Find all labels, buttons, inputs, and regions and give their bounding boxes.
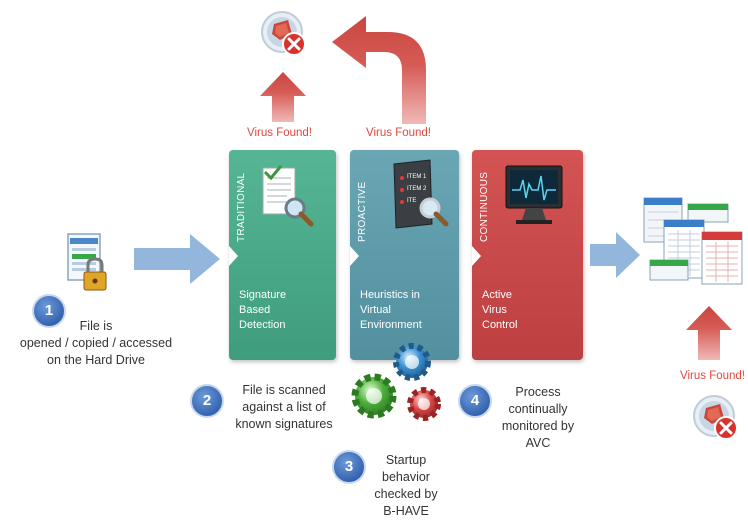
virus-found-label-1: Virus Found! [247,127,312,139]
step-4-badge: 4 [458,384,492,418]
checklist-item-3: ITE [407,198,417,204]
panel-title-continuous: CONTINUOUS [479,171,490,242]
step-1-badge: 1 [32,294,66,328]
red-arrow-up-3 [686,306,732,360]
panel-proactive: PROACTIVE ITEM 1 ITEM 2 ITE Heuristics i… [350,150,459,360]
panel-text-proactive: Heuristics in Virtual Environment [360,289,422,331]
gears-icon [351,343,441,421]
panel-notch [472,246,481,266]
database-windows-icon [643,197,743,285]
panel-title-traditional: TRADITIONAL [236,172,247,242]
panel-continuous: CONTINUOUS Active Virus Control [472,150,583,360]
checklist-board [393,159,449,229]
step-1-label: File is opened / copied / accessed on th… [19,319,173,367]
step-3-label: Startup behavior checked by B-HAVE [374,453,438,518]
panel-notch [350,246,359,266]
virus-found-label-3: Virus Found! [680,370,745,382]
red-curved-arrow [332,16,426,124]
step-2-label: File is scanned against a list of known … [235,383,333,431]
virus-blocked-icon-bottom [693,395,738,440]
panel-notch [229,246,238,266]
panel-title-proactive: PROACTIVE [357,181,368,243]
document-magnifier-icon [262,165,314,227]
locked-file-icon [67,233,107,291]
virus-blocked-icon-top [261,11,306,56]
step-2-badge: 2 [190,384,224,418]
step-4-label: Process continually monitored by AVC [501,385,575,450]
checklist-item-2: ITEM 2 [407,186,427,192]
step-3-badge: 3 [332,450,366,484]
panel-traditional: TRADITIONAL Signature Based Detection [229,150,336,360]
blue-arrow-right-2 [590,232,640,278]
monitor-icon [505,165,563,224]
blue-arrow-right-1 [134,234,220,284]
panel-text-continuous: Active Virus Control [482,289,518,331]
red-arrow-up-1 [260,72,306,122]
panel-text-traditional: Signature Based Detection [239,289,287,331]
checklist-magnifier-icon: ITEM 1 ITEM 2 ITE [390,158,452,230]
virus-found-label-2: Virus Found! [366,127,431,139]
checklist-item-1: ITEM 1 [407,174,427,180]
